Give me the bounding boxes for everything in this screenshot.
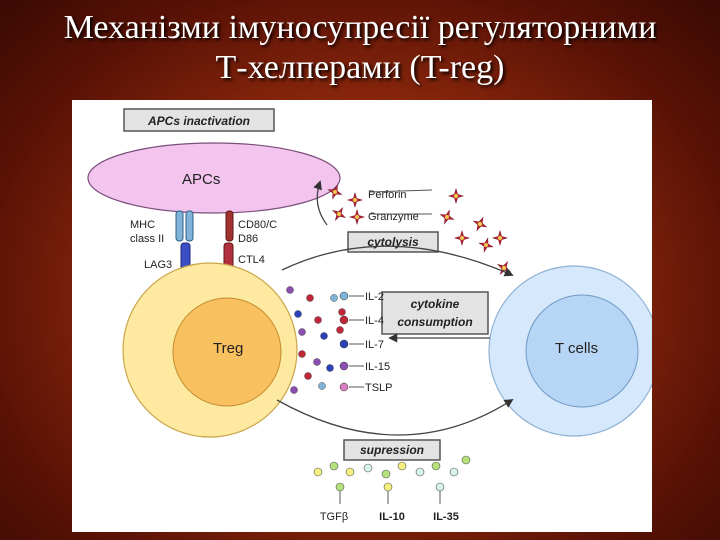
ctl4-label: CTL4 (238, 254, 265, 266)
consumption-label: consumption (397, 315, 472, 329)
perforin-line (368, 189, 433, 193)
granule-star-center (445, 215, 449, 219)
mhc-receptor-2 (185, 210, 194, 242)
cytokine-dot (290, 386, 298, 394)
cd80-receptor (225, 210, 234, 242)
il15-label: IL-15 (365, 361, 390, 373)
supression-label: supression (360, 443, 424, 457)
apcs-inactivation-label: APCs inactivation (147, 114, 250, 128)
t-cell-inner (525, 294, 639, 408)
apcs-label: APCs (182, 171, 220, 188)
il-legend: IL-2 IL-4 IL-7 IL-15 TSLP (339, 291, 393, 394)
cytokine-dot (298, 350, 306, 358)
cytolysis-label: cytolysis (367, 235, 419, 249)
granule-star-center (333, 190, 337, 194)
cytokine-dot (326, 364, 334, 372)
secreted-dot (461, 455, 471, 465)
secreted-dot (415, 467, 425, 477)
title-line-1: Механізми імуносупресії регуляторними (63, 9, 657, 46)
treg-diagram: APCs inactivation APCs MHC class II LAG3… (87, 108, 660, 523)
cd80-label: CD80/C (238, 219, 277, 231)
cytokine-dot (298, 328, 306, 336)
il15-dot (339, 361, 349, 371)
cytokine-dot (314, 316, 322, 324)
il35-dot (435, 482, 445, 492)
cytokine-dot (318, 382, 326, 390)
cytokine-dot (306, 294, 314, 302)
secreted-dot (397, 461, 407, 471)
cytokine-dot (304, 372, 312, 380)
cytokine-consumption-box (381, 291, 489, 335)
granule-star-center (355, 215, 359, 219)
granzyme-label: Granzyme (368, 211, 419, 223)
cytokine-dot (330, 294, 338, 302)
apc-cell (87, 142, 341, 214)
mhc-receptor-1 (175, 210, 184, 242)
cytokine-dot (294, 310, 302, 318)
granule-stars (327, 184, 511, 275)
supression-box (343, 439, 441, 461)
lag3-label: LAG3 (144, 259, 172, 271)
granule-star-centers (333, 190, 506, 270)
cytokine-dot (286, 286, 294, 294)
granule-star-center (337, 212, 341, 216)
cytokine-dot (338, 308, 346, 316)
cytolysis-arc (281, 245, 514, 277)
tslp-dot (339, 382, 349, 392)
tgfb-label: TGFβ (320, 511, 348, 523)
granule-star-center (498, 236, 502, 240)
il2-label: IL-2 (365, 291, 384, 303)
slide-title: Механізми імуносупресії регуляторними Т-… (0, 8, 720, 88)
t-cells-label: T cells (555, 340, 598, 357)
granule-star-center (484, 243, 488, 247)
diagram-panel: APCs inactivation APCs MHC class II LAG3… (72, 100, 660, 532)
granule-star-center (353, 198, 357, 202)
il7-label: IL-7 (365, 339, 384, 351)
secreted-dot (345, 467, 355, 477)
d86-label: D86 (238, 233, 258, 245)
cytokine-dots (286, 286, 346, 394)
granule-star-center (460, 236, 464, 240)
granule-star-center (478, 222, 482, 226)
secreted-legend: TGFβ IL-10 IL-35 (320, 482, 459, 523)
il4-label: IL-4 (365, 315, 384, 327)
suppression-arc (276, 399, 514, 436)
mhc-label: MHC (130, 219, 155, 231)
granule-star-center (454, 194, 458, 198)
il10-dot (383, 482, 393, 492)
treg-label: Treg (213, 340, 243, 357)
apcs-inactivation-box (123, 108, 275, 132)
secreted-dot (313, 467, 323, 477)
tgfb-dot (335, 482, 345, 492)
cytokine-label: cytokine (411, 297, 460, 311)
il7-dot (339, 339, 349, 349)
secreted-dots (313, 455, 471, 479)
granule-star-center (502, 266, 506, 270)
cytokine-dot (336, 326, 344, 334)
treg-cell-nucleus (172, 297, 282, 407)
title-line-2: Т-хелперами (T-reg) (215, 49, 505, 86)
apc-inactivation-arc (313, 180, 328, 226)
tslp-label: TSLP (365, 382, 393, 394)
secreted-dot (363, 463, 373, 473)
cytokine-dot (313, 358, 321, 366)
cytokine-dot (320, 332, 328, 340)
secreted-dot (431, 461, 441, 471)
il4-dot (339, 315, 349, 325)
class-ii-label: class II (130, 233, 164, 245)
il2-dot (339, 291, 349, 301)
il35-label: IL-35 (433, 511, 459, 523)
secreted-dot (449, 467, 459, 477)
secreted-dot (381, 469, 391, 479)
secreted-dot (329, 461, 339, 471)
il10-label: IL-10 (379, 511, 405, 523)
